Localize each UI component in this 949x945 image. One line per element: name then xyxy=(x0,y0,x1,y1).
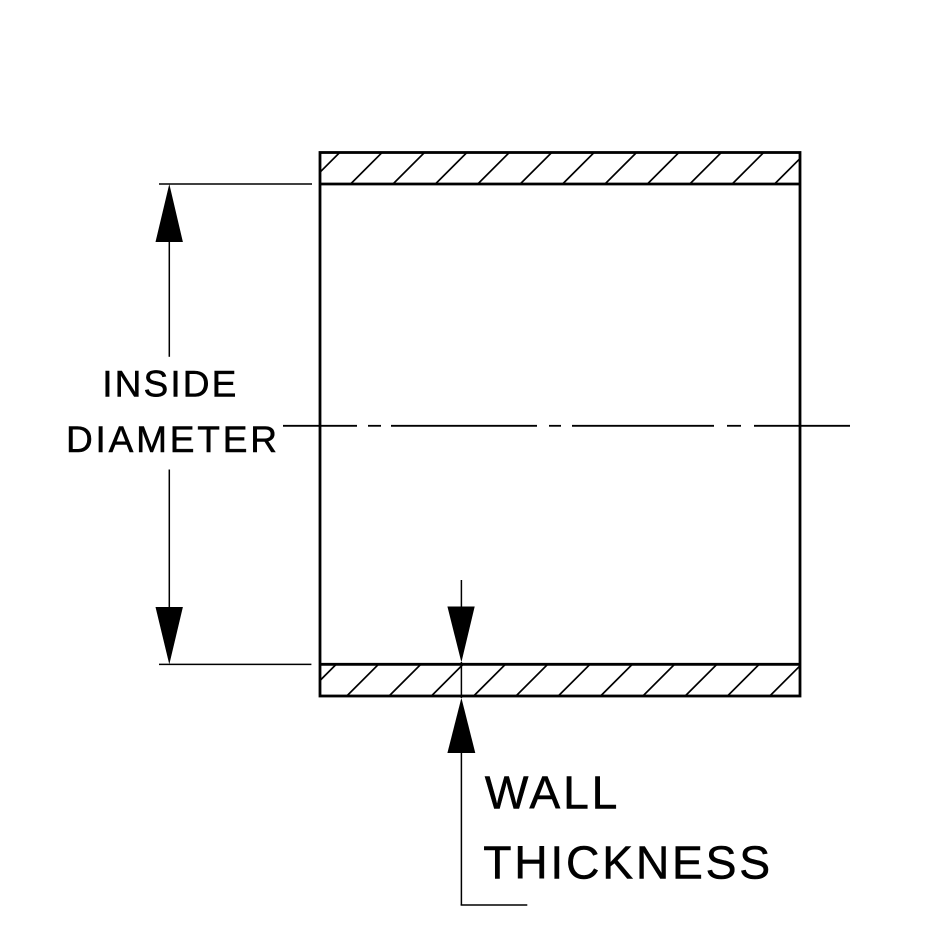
svg-text:WALL: WALL xyxy=(485,767,620,819)
svg-text:THICKNESS: THICKNESS xyxy=(483,837,773,889)
svg-text:INSIDE: INSIDE xyxy=(102,363,238,405)
svg-text:DIAMETER: DIAMETER xyxy=(66,418,280,460)
